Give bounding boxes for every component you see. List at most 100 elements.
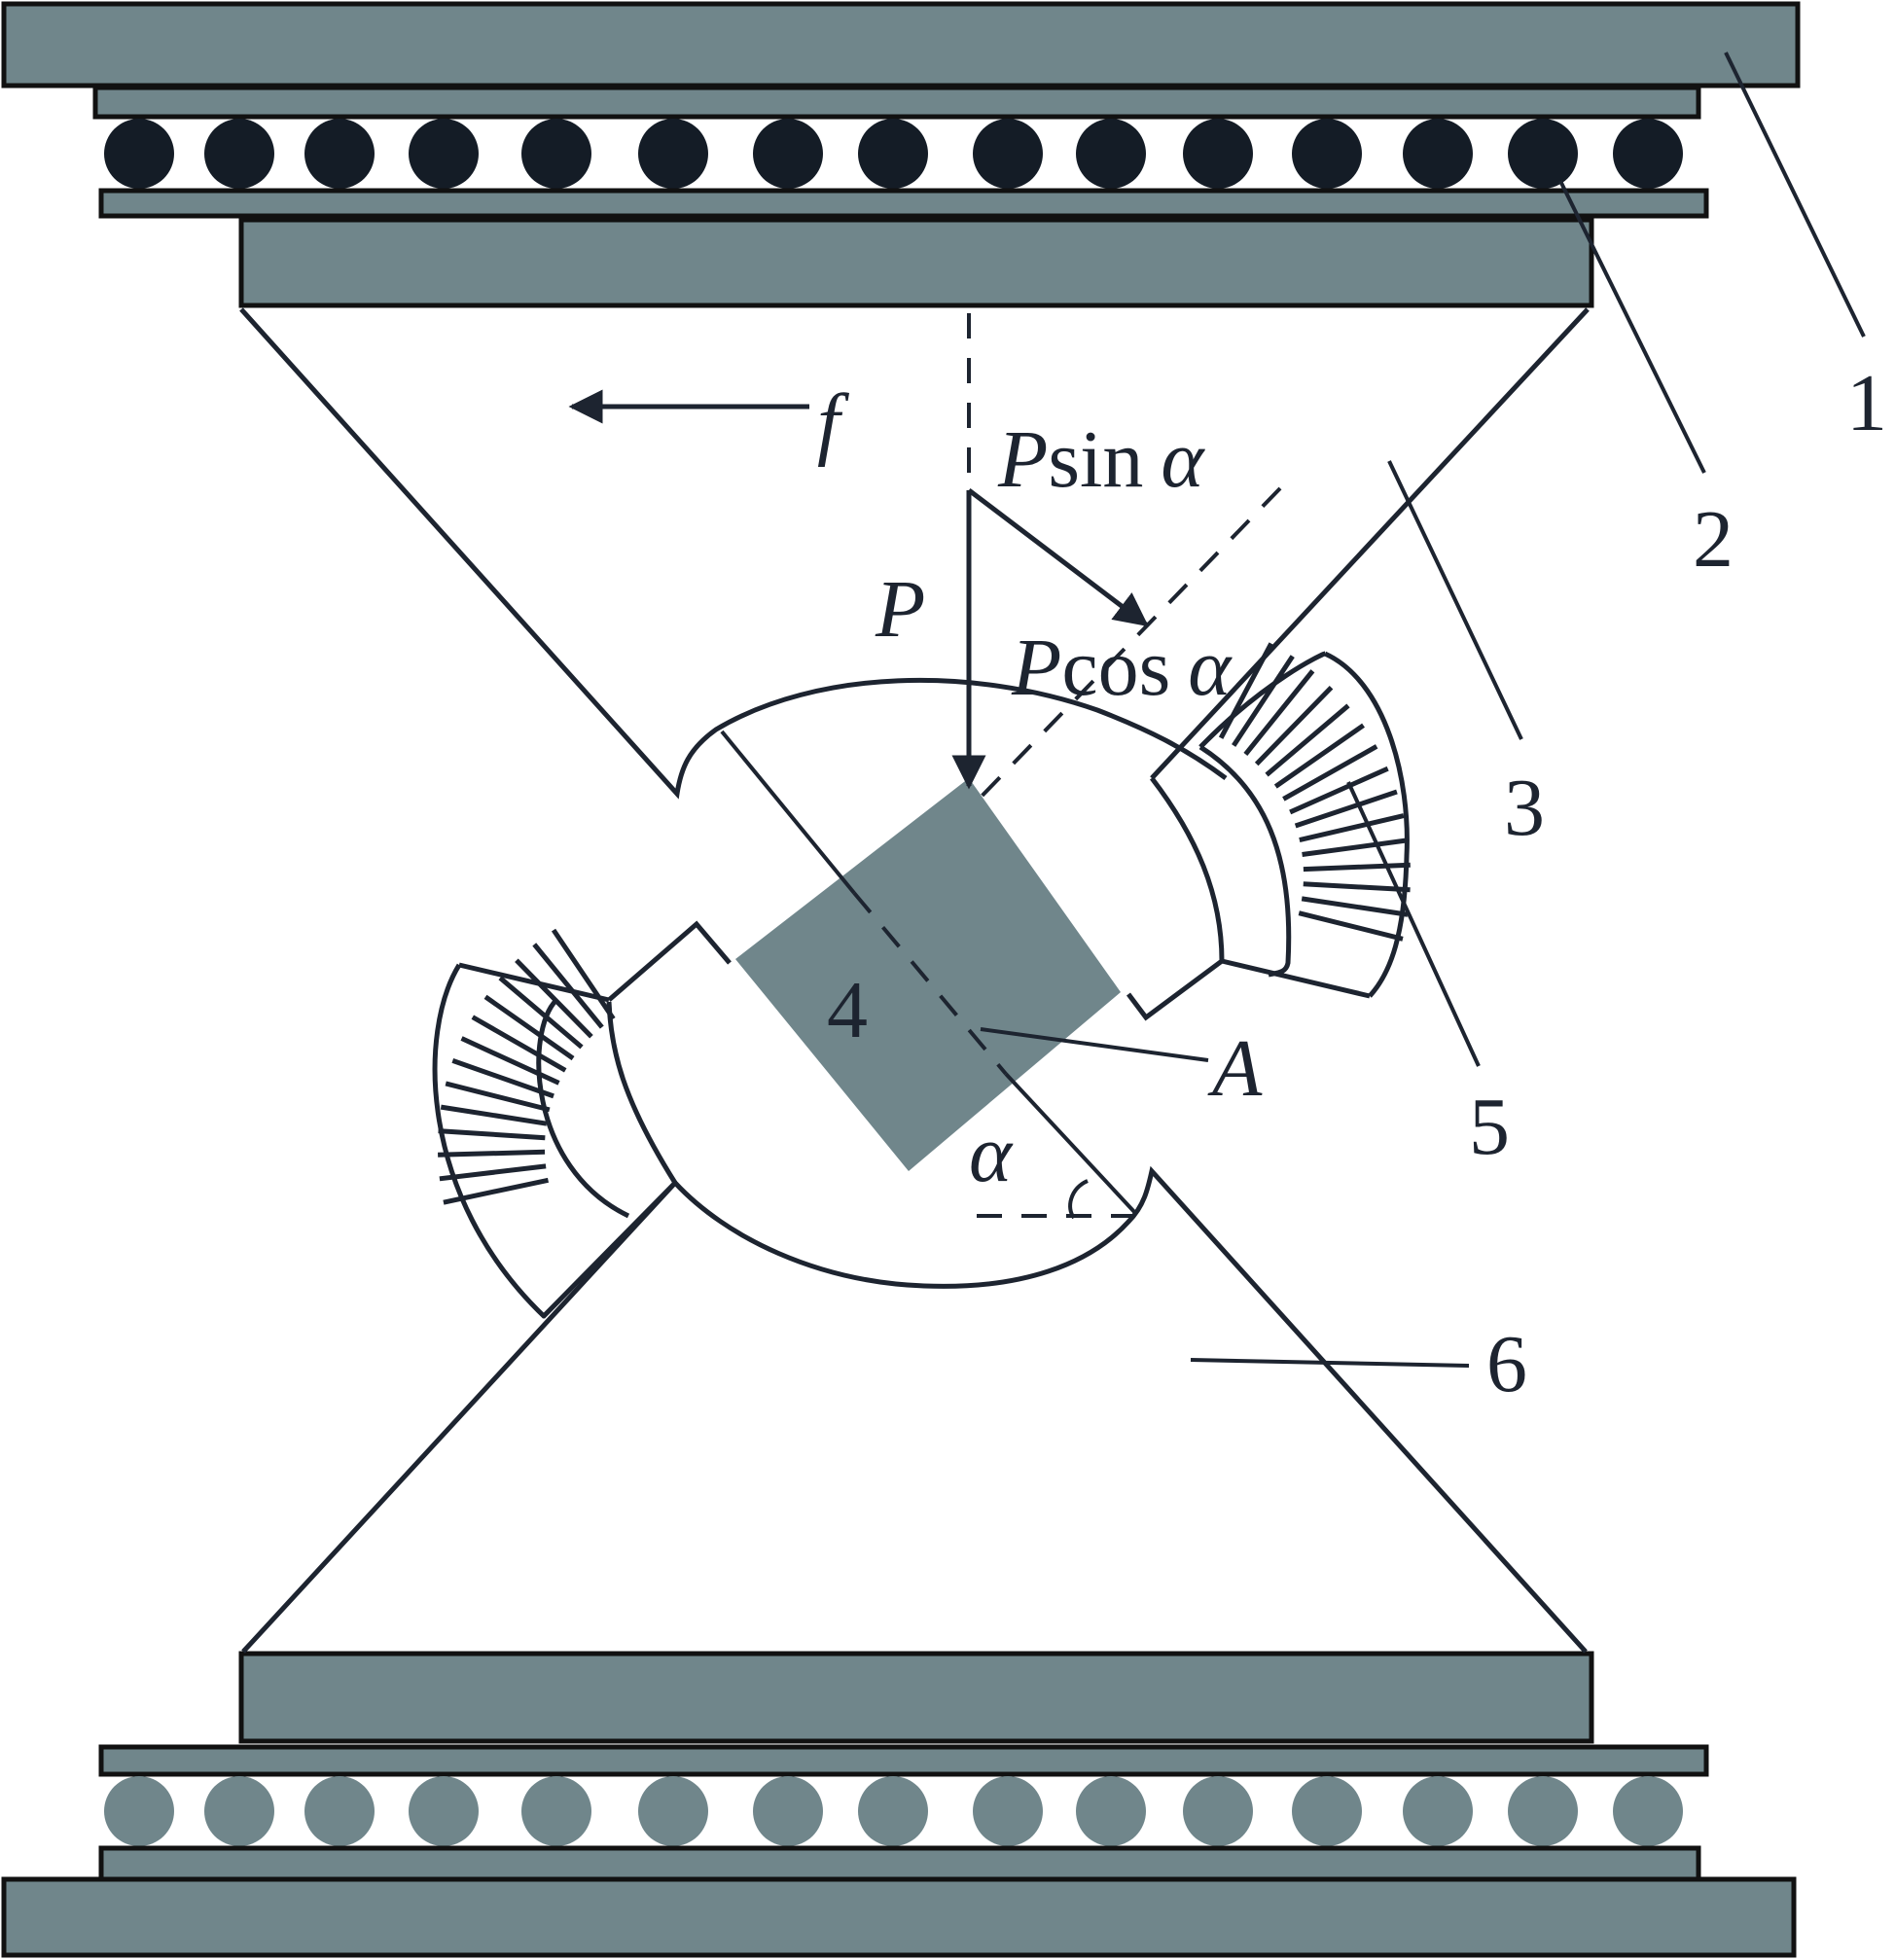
top-rolling-balls bbox=[104, 119, 1683, 189]
bottom-roller-ball bbox=[1508, 1776, 1578, 1846]
left-hatch-line bbox=[445, 1081, 551, 1113]
left-hatch-line bbox=[515, 958, 593, 1039]
left-hatch-line bbox=[438, 1149, 546, 1158]
bottom-roller-ball bbox=[521, 1776, 591, 1846]
bottom-roller-ball bbox=[1076, 1776, 1146, 1846]
top-upper-bearing-plate bbox=[92, 85, 1701, 120]
right-hatched-bearing bbox=[1198, 642, 1411, 999]
top-roller-ball bbox=[1292, 119, 1362, 189]
upper-shear-box-outline bbox=[239, 307, 1228, 800]
top-roller-ball bbox=[104, 119, 174, 189]
bottom-roller-ball bbox=[1183, 1776, 1253, 1846]
bottom-roller-ball bbox=[973, 1776, 1043, 1846]
top-loading-plate bbox=[238, 217, 1594, 308]
top-roller-ball bbox=[973, 119, 1043, 189]
bottom-roller-ball bbox=[204, 1776, 274, 1846]
point-a-label: A bbox=[1207, 1023, 1263, 1114]
bottom-roller-ball bbox=[638, 1776, 708, 1846]
bottom-roller-ball bbox=[304, 1776, 375, 1846]
shear-plane-line-upper bbox=[720, 730, 856, 895]
left-hatch-line bbox=[440, 1104, 548, 1126]
lower-shear-box-outline bbox=[241, 1165, 1588, 1654]
top-roller-ball bbox=[304, 119, 375, 189]
top-roller-ball bbox=[204, 119, 274, 189]
upper-joint-shoulder bbox=[1126, 776, 1225, 1021]
bottom-roller-ball bbox=[1613, 1776, 1683, 1846]
left-hatched-bearing bbox=[432, 928, 677, 1319]
top-roller-ball bbox=[858, 119, 928, 189]
top-roller-ball bbox=[638, 119, 708, 189]
shear-plane-line-lower bbox=[1004, 1072, 1138, 1216]
point-a-leader bbox=[980, 1027, 1209, 1062]
left-hatch-line bbox=[460, 1036, 560, 1086]
right-hatch-line bbox=[1254, 685, 1334, 766]
right-hatch-line bbox=[1299, 813, 1405, 843]
leader-6 bbox=[1190, 1358, 1470, 1368]
specimen-block bbox=[735, 778, 1121, 1171]
bottom-roller-ball bbox=[409, 1776, 479, 1846]
right-hatch-line bbox=[1302, 837, 1409, 858]
right-hatch-line bbox=[1303, 881, 1411, 893]
top-lower-bearing-plate bbox=[98, 188, 1709, 219]
left-hatch-line bbox=[471, 1015, 567, 1073]
part-label-6: 6 bbox=[1486, 1319, 1527, 1409]
alpha-label: α bbox=[969, 1109, 1014, 1199]
right-hatch-line bbox=[1303, 862, 1411, 873]
left-hatch-line bbox=[439, 1163, 547, 1182]
leader-5 bbox=[1346, 781, 1481, 1067]
friction-label: f bbox=[817, 377, 850, 468]
top-roller-ball bbox=[1076, 119, 1146, 189]
bottom-roller-ball bbox=[104, 1776, 174, 1846]
right-hatch-line bbox=[1289, 766, 1389, 815]
specimen-ellipse-lower bbox=[606, 1001, 678, 1185]
right-hatch-line bbox=[1282, 744, 1378, 802]
right-hatch-line bbox=[1218, 642, 1273, 739]
bottom-rolling-balls bbox=[104, 1776, 1683, 1846]
psin-arrow bbox=[967, 488, 1149, 627]
bottom-lower-bearing-plate bbox=[98, 1845, 1701, 1882]
load-label-p: P bbox=[875, 564, 925, 655]
left-hatch-line bbox=[451, 1058, 554, 1099]
alpha-arc bbox=[1068, 1179, 1089, 1220]
top-roller-ball bbox=[1613, 119, 1683, 189]
right-hatch-line bbox=[1294, 789, 1398, 829]
right-hatch-line bbox=[1243, 669, 1315, 756]
top-roller-ball bbox=[1508, 119, 1578, 189]
bottom-roller-ball bbox=[753, 1776, 823, 1846]
bottom-roller-ball bbox=[1292, 1776, 1362, 1846]
left-hatch-line bbox=[498, 976, 584, 1050]
leader-2 bbox=[1558, 180, 1706, 474]
part-label-1: 1 bbox=[1846, 358, 1887, 448]
upper-shear-box-right-wall bbox=[1150, 307, 1590, 780]
left-hatch-line bbox=[483, 994, 575, 1061]
bottom-roller-ball bbox=[858, 1776, 928, 1846]
part-label-2: 2 bbox=[1693, 494, 1734, 585]
top-roller-ball bbox=[1183, 119, 1253, 189]
right-hatch-line bbox=[1265, 703, 1350, 777]
part-label-5: 5 bbox=[1469, 1082, 1510, 1172]
right-hatch-line bbox=[1273, 723, 1365, 789]
part-label-4: 4 bbox=[827, 965, 868, 1055]
top-roller-ball bbox=[1403, 119, 1473, 189]
bottom-loading-plate bbox=[238, 1651, 1594, 1744]
left-hatch-line bbox=[551, 928, 616, 1020]
force-direction-dashed-line bbox=[967, 486, 1282, 811]
lower-joint-shoulder bbox=[607, 920, 732, 1002]
shear-plane-dash bbox=[852, 891, 1008, 1076]
bottom-roller-ball bbox=[1403, 1776, 1473, 1846]
top-roller-ball bbox=[409, 119, 479, 189]
left-hatch-line bbox=[532, 943, 604, 1029]
right-hatch-line bbox=[1301, 896, 1409, 917]
leader-3 bbox=[1387, 460, 1523, 740]
right-hatch-line bbox=[1232, 655, 1295, 747]
right-hatch-line bbox=[1298, 910, 1404, 942]
top-frame-plate bbox=[1, 1, 1801, 89]
left-hatch-line bbox=[443, 1177, 550, 1205]
left-hatch-line bbox=[438, 1128, 546, 1141]
top-roller-ball bbox=[753, 119, 823, 189]
bottom-upper-bearing-plate bbox=[98, 1744, 1709, 1777]
bottom-frame-plate bbox=[1, 1876, 1797, 1958]
top-roller-ball bbox=[521, 119, 591, 189]
